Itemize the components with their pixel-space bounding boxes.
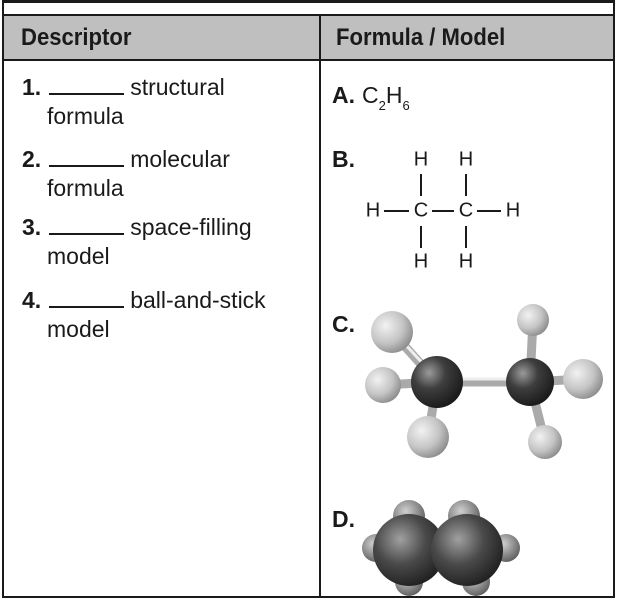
item-text-cont: model [47,243,110,269]
item-number: 3. [22,214,42,240]
carbon-subscript: 2 [378,98,386,113]
atom-h: H [413,250,429,273]
top-rule [2,0,615,3]
item-number: 4. [22,287,42,313]
descriptor-item-2: 2. molecular formula [22,145,312,203]
option-d-label: D. [332,506,355,532]
descriptor-item-4: 4. ball-and-stick model [22,286,312,344]
option-c-label: C. [332,311,355,337]
bond-line [420,226,422,248]
item-number: 1. [22,74,42,100]
item-text: space-filling [130,214,252,240]
column-divider [319,14,321,598]
atom-h: H [458,148,474,171]
bond-line [465,174,467,196]
item-text: molecular [130,146,230,172]
item-text-cont: model [47,316,110,342]
answer-blank[interactable] [49,215,125,235]
atom-h: H [413,148,429,171]
top-band [4,3,613,14]
molecular-formula: C2H6 [362,82,410,113]
bond-line [384,210,409,212]
option-a-label: A. [332,82,355,108]
item-text: structural [130,74,225,100]
item-number: 2. [22,146,42,172]
hydrogen-symbol: H [385,82,403,108]
carbon-symbol: C [362,82,379,108]
answer-blank[interactable] [49,288,125,308]
formula-header: Formula / Model [336,24,506,51]
atom-c: C [413,199,429,222]
answer-blank[interactable] [49,75,125,95]
descriptor-item-1: 1. structural formula [22,73,312,131]
descriptor-header: Descriptor [21,24,132,51]
atom-c: C [458,199,474,222]
bond-line [477,210,501,212]
item-text-cont: formula [47,103,124,129]
descriptor-item-3: 3. space-filling model [22,213,312,271]
atom-h: H [365,199,381,222]
table-header: Descriptor Formula / Model [4,14,613,61]
bond-line [465,226,467,248]
item-text: ball-and-stick [130,287,266,313]
atom-h: H [458,250,474,273]
bond-line [420,174,422,196]
bond-line [432,210,454,212]
atom-h: H [505,199,521,222]
option-b-label: B. [332,146,355,172]
item-text-cont: formula [47,175,124,201]
answer-blank[interactable] [49,147,125,167]
hydrogen-subscript: 6 [402,98,410,113]
